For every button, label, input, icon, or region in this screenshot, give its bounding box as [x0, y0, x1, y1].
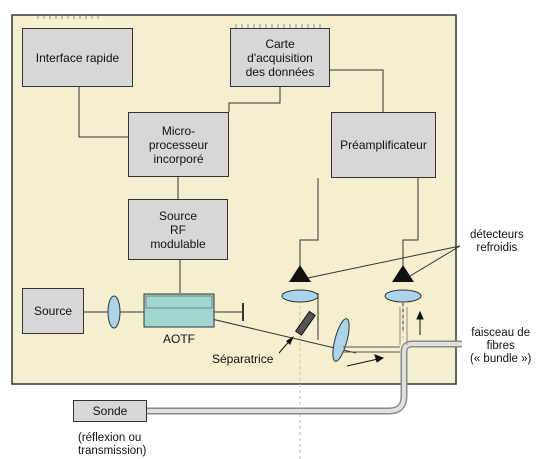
- carte-acquisition-block: Carte d'acquisition des données: [230, 28, 330, 87]
- aotf-label: AOTF: [163, 332, 195, 346]
- carte-acquisition-label: Carte d'acquisition des données: [245, 36, 315, 79]
- collection-lens: [332, 318, 350, 362]
- faisceau-label: faisceau de fibres (« bundle »): [470, 327, 532, 365]
- detector-right-icon: [392, 265, 414, 282]
- detector-lens-left: [281, 289, 319, 303]
- source-block: Source: [22, 288, 84, 334]
- wires: [78, 69, 461, 354]
- reflexion-label: (réflexion ou transmission): [78, 432, 147, 457]
- panel-top-hatch: [37, 14, 321, 29]
- source-label: Source: [33, 304, 73, 318]
- preamplificateur-label: Préamplificateur: [340, 138, 427, 152]
- separatrice-label: Séparatrice: [212, 352, 274, 366]
- interface-rapide-block: Interface rapide: [22, 28, 133, 87]
- beam-splitter-icon: [294, 310, 316, 336]
- microprocesseur-block: Micro- processeur incorporé: [128, 112, 229, 177]
- separatrice-arrowhead: [286, 336, 294, 345]
- detector-left-icon: [289, 265, 311, 282]
- preamplificateur-block: Préamplificateur: [331, 112, 436, 178]
- source-rf-label: Source RF modulable: [150, 208, 206, 251]
- interface-rapide-label: Interface rapide: [35, 50, 120, 65]
- sonde-block: Sonde: [73, 400, 147, 422]
- aotf-crystal: [143, 293, 215, 328]
- lenses: [107, 289, 422, 362]
- source-lens: [107, 295, 121, 329]
- light-arrows: [346, 310, 424, 367]
- detecteurs-label: détecteurs refroidis: [470, 229, 524, 254]
- sonde-label: Sonde: [92, 404, 128, 418]
- source-rf-block: Source RF modulable: [128, 199, 228, 260]
- microprocesseur-label: Micro- processeur incorporé: [148, 123, 209, 166]
- detector-lens-right: [384, 289, 422, 303]
